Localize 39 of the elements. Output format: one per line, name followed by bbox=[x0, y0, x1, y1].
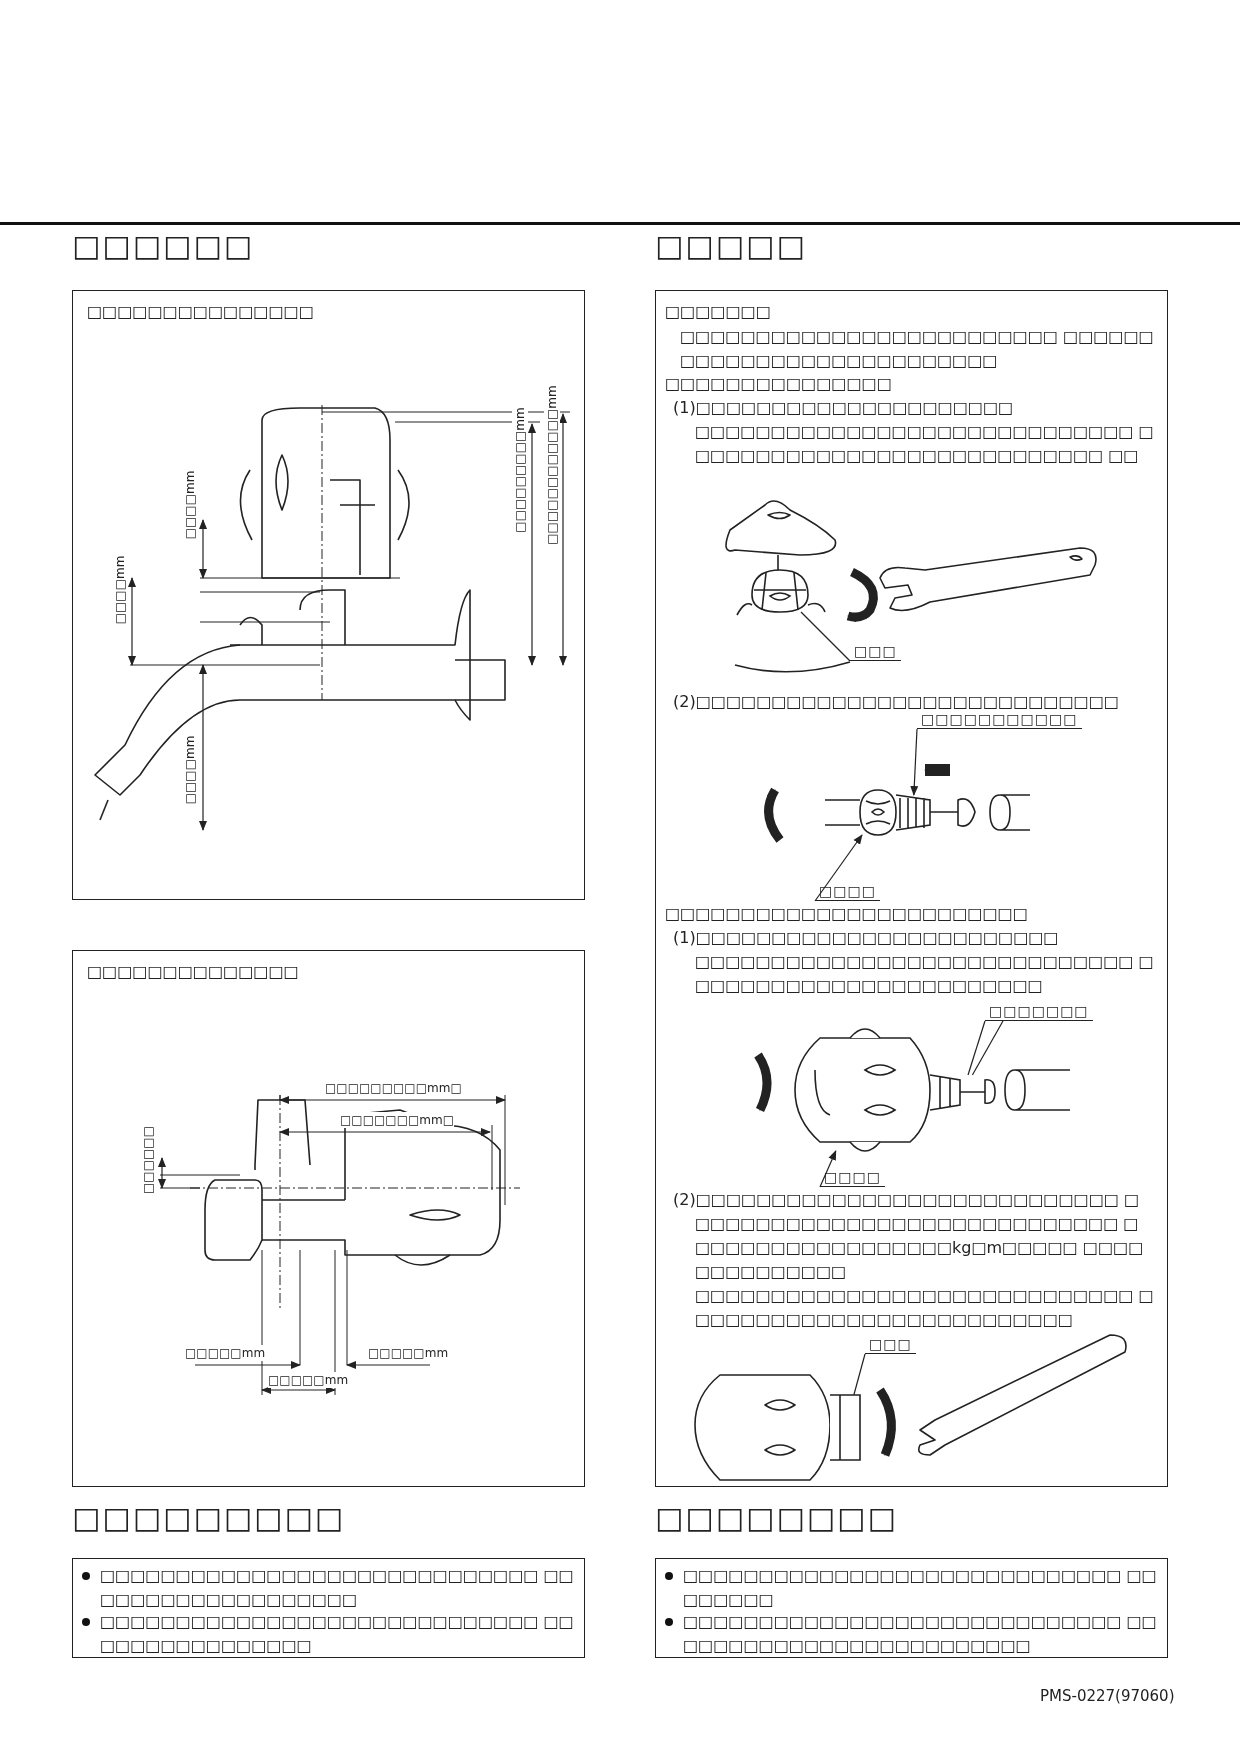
document-code: PMS-0227(97060) bbox=[1040, 1688, 1175, 1704]
panel-subtitle: □□□□□□□□□□□□□□□ bbox=[87, 301, 315, 323]
part-label: □□□□□□□□□□□ bbox=[917, 710, 1082, 729]
section-heading: □□□□□□□□□ bbox=[72, 1500, 346, 1536]
nut-drawing bbox=[829, 1394, 861, 1461]
dimension-label: □□□□□mm bbox=[185, 1345, 266, 1361]
instruction-text: □□□□□□□□□□□□□□□ bbox=[665, 373, 893, 395]
panel-subtitle: □□□□□□□ bbox=[665, 301, 772, 323]
instruction-text: □□□□□□□□□□□□□□□□□□□□□□□□□□□□□ □□□□□□□□ bbox=[683, 1565, 1158, 1611]
dimension-label: □□□□□□□mm□ bbox=[340, 1112, 455, 1128]
nut-drawing bbox=[751, 569, 809, 613]
instruction-text: □□□□□□□□□□□□□□□□□□□□□□□□□□□□□ □□□□□□□□□□□□□□□□□□□□□□□□ bbox=[695, 951, 1155, 997]
instruction-text: (1)□□□□□□□□□□□□□□□□□□□□□□□□ bbox=[673, 927, 1060, 949]
handle-drawing bbox=[794, 1028, 931, 1152]
part-label: □□□ bbox=[865, 1335, 916, 1354]
instruction-text: (2)□□□□□□□□□□□□□□□□□□□□□□□□□□□□ □□□□□□□□□□□□□□□□□□□□□□□□□□□□□ □□□□□□□□□□□□□□□□□□kg□m□□□□□ □□□□□□□□□□□□□□ bbox=[673, 1189, 1145, 1283]
instruction-text: □□□□□□□□□□□□□□□□□□□□□□□□□□□□□ □□□□□□□□□□□□□□□□□□□□□□□□□□□□ □□ bbox=[695, 421, 1155, 467]
dimension-label: □□□□□□□□□mm bbox=[512, 407, 528, 533]
instruction-text: □□□□□□□□□□□□□□□□□□□□□□□□□□□□□ □□□□□□□□□□□□□□□□□□□ bbox=[100, 1565, 575, 1611]
section-heading: □□□□□□ bbox=[72, 228, 255, 264]
spindle-knob-drawing bbox=[859, 789, 897, 836]
part-label: □□□□ bbox=[820, 1168, 885, 1187]
instruction-text: □□□□□□□□□□□□□□□□□□□□□□□□ bbox=[665, 903, 1029, 925]
instruction-text: □□□□□□□□□□□□□□□□□□□□□□□□□□□□□ □□□□□□□□□□□□□□□□□□□□□□□□□□ bbox=[695, 1285, 1155, 1331]
part-label: □□□□□□□ bbox=[985, 1002, 1093, 1021]
part-label: □□□ bbox=[850, 642, 901, 661]
instruction-text: (1)□□□□□□□□□□□□□□□□□□□□□ bbox=[673, 397, 1015, 419]
instruction-text: (2)□□□□□□□□□□□□□□□□□□□□□□□□□□□□ bbox=[673, 691, 1120, 713]
section-heading: □□□□□ bbox=[655, 228, 807, 264]
instruction-text: □□□□□□□□□□□□□□□□□□□□□□□□□□□□□ □□□□□□□□□□□□□□□□□□□□□□□□□ bbox=[683, 1611, 1158, 1657]
dimension-label: □□□□□□□□□□□□mm bbox=[544, 385, 560, 545]
instruction-text: □□□□□□□□□□□□□□□□□□□□□□□□□ □□□□□□□□□□□□□□□□□□□□□□□□□□□ bbox=[680, 326, 1155, 372]
spindle-thread-drawing bbox=[895, 794, 931, 831]
part-label: □□□□ bbox=[815, 882, 880, 901]
section-heading: □□□□□□□□ bbox=[655, 1500, 898, 1536]
dimension-label: □□□□□mm bbox=[268, 1372, 349, 1388]
instruction-text: □□□□□□□□□□□□□□ bbox=[87, 961, 300, 983]
instruction-text: □□□□□□□□□□□□□□□□□□□□□□□□□□□□□ □□□□□□□□□□□□□□□□ bbox=[100, 1611, 575, 1657]
spindle-drawing bbox=[929, 1074, 996, 1111]
